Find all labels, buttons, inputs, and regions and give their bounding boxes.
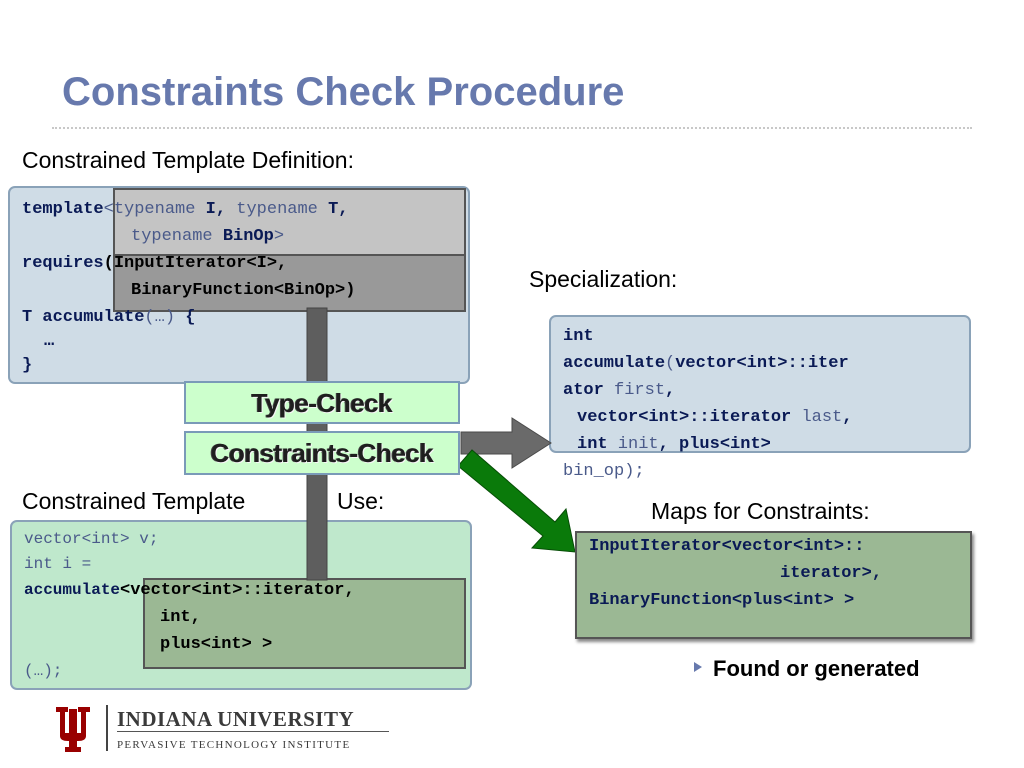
- typename-highlight: [113, 188, 466, 260]
- maps-code-line-3: BinaryFunction<plus<int> >: [589, 591, 855, 610]
- def-code-line-2: typename BinOp>: [131, 223, 284, 250]
- def-code-line-7: }: [22, 356, 33, 375]
- spec-token: accumulate: [563, 354, 666, 373]
- spec-token: int: [577, 435, 608, 454]
- use-code-line-3: accumulate<vector<int>::iterator,: [24, 577, 355, 604]
- logo-subtitle: PERVASIVE TECHNOLOGY INSTITUTE: [117, 739, 351, 751]
- spec-token: ,: [658, 435, 680, 454]
- use-code-line-1: vector<int> v;: [24, 530, 159, 548]
- spec-code-line-1: int: [563, 327, 594, 346]
- slide-title: Constraints Check Procedure: [62, 70, 625, 114]
- requires-highlight: [113, 254, 466, 312]
- spec-code-line-4: vector<int>::iterator last,: [577, 404, 852, 431]
- spec-code-line-3: ator first,: [563, 377, 675, 404]
- maps-label: Maps for Constraints:: [651, 498, 870, 524]
- def-token: T,: [328, 200, 349, 219]
- bullet-arrow-icon: [692, 660, 704, 679]
- def-token: typename: [226, 200, 329, 219]
- title-divider: [52, 127, 972, 129]
- def-code-line-5: T accumulate(…) {: [22, 304, 195, 331]
- template-args-highlight: [143, 578, 466, 669]
- found-or-generated-bullet: Found or generated: [713, 656, 920, 681]
- def-token: I,: [205, 200, 227, 219]
- def-token: BinOp: [222, 227, 274, 246]
- template-keyword: template: [22, 200, 104, 219]
- use-code-line-5: plus<int> >: [160, 635, 273, 654]
- definition-label: Constrained Template Definition:: [22, 147, 354, 173]
- spec-token: first: [603, 381, 666, 400]
- accumulate-call: accumulate: [24, 581, 121, 599]
- constraints-check-button[interactable]: Constraints-Check: [184, 431, 460, 475]
- maps-panel: [575, 531, 972, 639]
- def-token: T accumulate: [22, 308, 145, 327]
- use-code-line-4: int,: [160, 608, 201, 627]
- spec-token: ,: [665, 381, 676, 400]
- spec-token: vector<int>::iter: [675, 354, 849, 373]
- def-token: {: [175, 308, 196, 327]
- spec-code-line-6: bin_op);: [563, 462, 645, 481]
- requires-keyword: requires: [22, 254, 104, 273]
- def-code-line-1: template<typename I, typename T,: [22, 196, 349, 223]
- spec-token: (: [665, 354, 676, 373]
- def-token: >: [273, 227, 285, 246]
- spec-token: last: [791, 408, 843, 427]
- spec-code-line-5: int init, plus<int>: [577, 431, 771, 458]
- specialization-panel: [549, 315, 971, 453]
- spec-token: vector<int>::iterator: [577, 408, 792, 427]
- def-code-line-3: requires(InputIterator<I>,: [22, 250, 287, 277]
- use-token: <vector<int>::iterator,: [120, 581, 355, 600]
- spec-token: ,: [842, 408, 853, 427]
- def-token: <typename: [103, 200, 206, 219]
- maps-code-line-2: iterator>,: [780, 564, 883, 583]
- specialization-label: Specialization:: [529, 266, 678, 292]
- spec-token: init: [607, 435, 659, 454]
- use-code-line-6: (…);: [24, 662, 63, 680]
- use-label-right: Use:: [337, 488, 385, 514]
- use-code-line-2: int i =: [24, 555, 92, 573]
- maps-code-line-1: InputIterator<vector<int>::: [589, 537, 865, 556]
- type-check-button[interactable]: Type-Check: [184, 381, 460, 424]
- logo-rule: [117, 731, 389, 732]
- spec-code-line-2: accumulate(vector<int>::iter: [563, 350, 849, 377]
- def-token: (InputIterator<I>,: [103, 254, 288, 273]
- iu-trident-logo-icon: [52, 703, 94, 760]
- def-code-line-4: BinaryFunction<BinOp>): [131, 281, 356, 300]
- use-label-left: Constrained Template: [22, 488, 246, 514]
- def-code-line-6: …: [44, 332, 55, 351]
- spec-token: ator: [563, 381, 604, 400]
- spec-token: plus<int>: [679, 435, 771, 454]
- logo-divider: [106, 705, 108, 751]
- logo-name: INDIANA UNIVERSITY: [117, 707, 355, 731]
- green-arrow-icon: [457, 449, 576, 553]
- def-token: typename: [131, 227, 223, 246]
- def-token: (…): [144, 308, 176, 327]
